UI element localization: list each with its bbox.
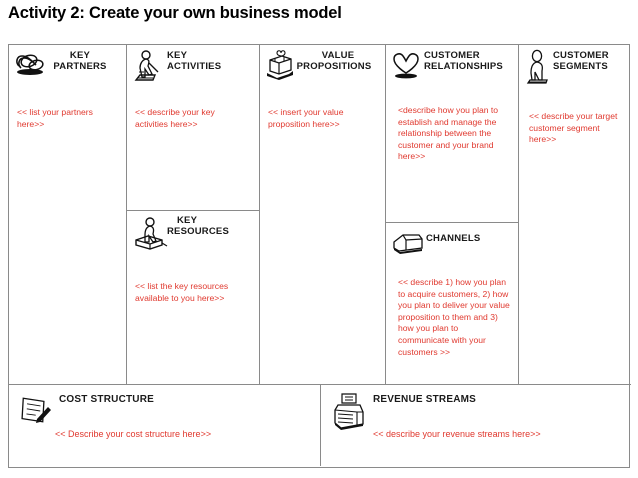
key-resources-note[interactable]: << list the key resources available to y…	[135, 281, 229, 303]
cash-register-icon	[329, 390, 369, 432]
key-activities-title-line2: ACTIVITIES	[167, 61, 222, 72]
channels-note[interactable]: << describe 1) how you plan to acquire c…	[398, 277, 510, 357]
revenue-streams-title: REVENUE STREAMS	[373, 394, 477, 405]
chain-links-icon	[13, 52, 47, 76]
block-cost-structure[interactable]: COST STRUCTURE << Describe your cost str…	[9, 385, 321, 466]
customer-segments-note[interactable]: << describe your target customer segment…	[529, 111, 618, 145]
delivery-truck-icon	[391, 229, 427, 257]
cost-structure-title: COST STRUCTURE	[59, 394, 155, 405]
key-resources-title-line2: RESOURCES	[167, 226, 229, 237]
key-activities-header: KEY ACTIVITIES	[127, 45, 259, 81]
revenue-streams-note[interactable]: << describe your revenue streams here>>	[373, 429, 541, 439]
customer-segments-title-line1: CUSTOMER	[553, 50, 609, 61]
heart-icon	[391, 51, 421, 79]
block-customer-segments[interactable]: CUSTOMER SEGMENTS << describe your targe…	[519, 45, 631, 385]
value-propositions-title-line2: PROPOSITIONS	[296, 61, 372, 72]
key-partners-title-line1: KEY	[69, 50, 91, 61]
value-propositions-header: VALUE PROPOSITIONS	[260, 45, 385, 81]
customer-relationships-header: CUSTOMER RELATIONSHIPS	[386, 45, 518, 79]
cost-structure-note[interactable]: << Describe your cost structure here>>	[55, 429, 212, 439]
key-resources-header: KEY RESOURCES	[127, 211, 259, 250]
gift-box-icon	[263, 49, 297, 81]
block-key-resources[interactable]: KEY RESOURCES << list the key resources …	[127, 211, 260, 385]
customer-relationships-note[interactable]: <describe how you plan to establish and …	[398, 105, 499, 162]
key-partners-header: KEY PARTNERS	[9, 45, 126, 79]
customer-relationships-title-line1: CUSTOMER	[424, 50, 480, 61]
value-propositions-title-line1: VALUE	[321, 50, 355, 61]
key-activities-title-line1: KEY	[167, 50, 188, 61]
customer-segments-header: CUSTOMER SEGMENTS	[519, 45, 631, 84]
business-model-canvas: KEY PARTNERS << list your partners here>…	[8, 44, 631, 468]
document-pen-icon	[15, 391, 55, 431]
worker-sweeping-icon	[133, 50, 165, 84]
key-activities-note[interactable]: << describe your key activities here>>	[135, 107, 215, 129]
person-machine-icon	[132, 216, 170, 252]
customer-relationships-title-line2: RELATIONSHIPS	[424, 61, 503, 72]
customer-segments-title-line2: SEGMENTS	[553, 61, 608, 72]
channels-title: CHANNELS	[426, 233, 481, 244]
block-key-activities[interactable]: KEY ACTIVITIES << describe your key acti…	[127, 45, 260, 211]
page-title: Activity 2: Create your own business mod…	[8, 4, 342, 22]
block-channels[interactable]: CHANNELS << describe 1) how you plan to …	[386, 223, 519, 385]
key-resources-title-line1: KEY	[177, 215, 198, 226]
key-partners-note[interactable]: << list your partners here>>	[17, 107, 93, 129]
block-key-partners[interactable]: KEY PARTNERS << list your partners here>…	[9, 45, 127, 385]
block-revenue-streams[interactable]: REVENUE STREAMS << describe your revenue…	[321, 385, 631, 466]
channels-header: CHANNELS	[386, 223, 518, 257]
value-propositions-note[interactable]: << insert your value proposition here>>	[268, 107, 344, 129]
block-value-propositions[interactable]: VALUE PROPOSITIONS << insert your value …	[260, 45, 386, 385]
key-partners-title-line2: PARTNERS	[53, 61, 107, 72]
standing-person-icon	[525, 49, 551, 89]
block-customer-relationships[interactable]: CUSTOMER RELATIONSHIPS <describe how you…	[386, 45, 519, 223]
